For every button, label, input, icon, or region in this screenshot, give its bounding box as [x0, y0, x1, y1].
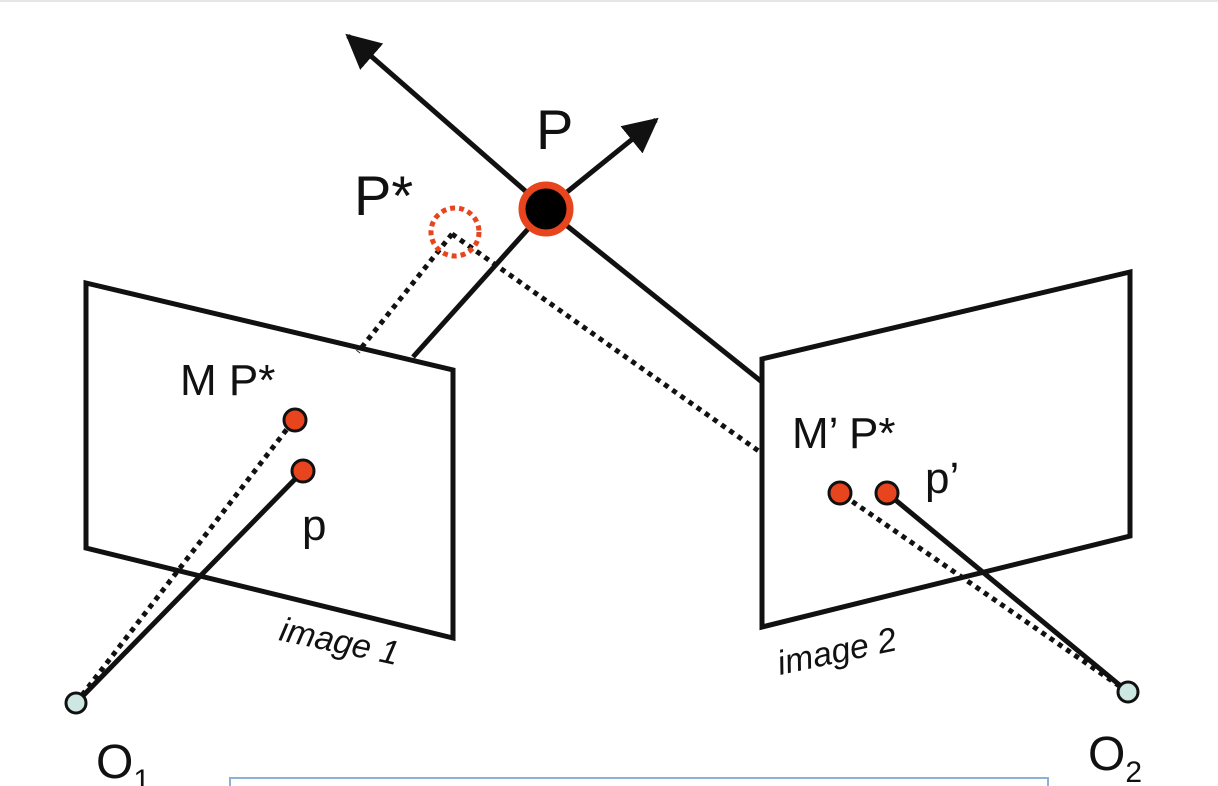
image1-projection-label: M P*	[180, 356, 275, 405]
image2-projection-point	[827, 480, 853, 506]
estimated-point-marker	[428, 205, 482, 259]
image2-point-label: p’	[925, 454, 959, 503]
bottom-box	[229, 777, 1049, 786]
dotted-ray-camera2-to-mp-prime	[838, 490, 1130, 695]
ray-p-to-camera1	[411, 207, 548, 359]
image-plane-2	[759, 268, 1133, 631]
image2-observed-point	[874, 480, 900, 506]
ray-arrow-left	[345, 33, 548, 211]
camera1-center	[64, 691, 88, 715]
image-plane-1	[83, 279, 456, 642]
dotted-ray-camera1-to-mp	[74, 418, 296, 705]
ray-camera2-to-p-prime	[885, 491, 1130, 694]
camera1-label: O1	[96, 736, 150, 786]
ray-camera1-to-p	[74, 469, 305, 705]
dotted-ray-estimate-to-plane2	[450, 231, 762, 455]
image1-point-label: p	[302, 501, 326, 550]
image1-observed-point	[290, 458, 316, 484]
world-point-label: P	[536, 98, 573, 161]
ray-p-to-camera2	[544, 207, 764, 384]
image2-projection-label: M’ P*	[792, 409, 896, 458]
image1-projection-point	[282, 407, 308, 433]
image2-caption: image 2	[774, 620, 900, 682]
camera2-label: O2	[1088, 728, 1142, 786]
world-point-marker	[518, 181, 574, 237]
estimated-point-label: P*	[354, 164, 413, 227]
camera2-center	[1116, 680, 1140, 704]
